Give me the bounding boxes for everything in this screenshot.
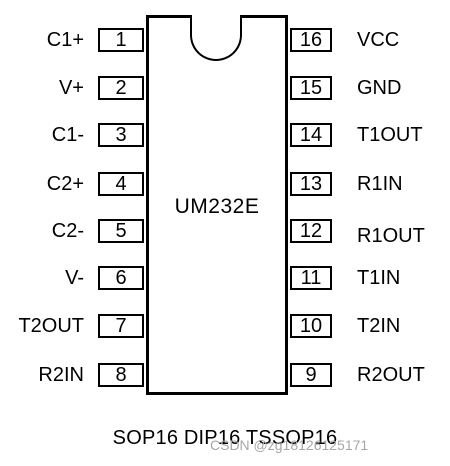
pin-8-label: R2IN — [38, 364, 84, 386]
pin-9-number: 9 — [290, 363, 332, 387]
pin-11-number: 11 — [290, 266, 332, 290]
pin-7-number: 7 — [98, 314, 144, 338]
pin-4-label: C2+ — [46, 173, 84, 195]
pin-10-label: T2IN — [357, 315, 401, 337]
pin-14-number: 14 — [290, 123, 332, 147]
pin-1-label: C1+ — [46, 29, 84, 51]
pin-13-label: R1IN — [357, 173, 403, 195]
pin-2-label: V+ — [58, 77, 84, 99]
pin-1-number: 1 — [98, 28, 144, 52]
pin-11-label: T1IN — [357, 267, 401, 289]
pin-4-number: 4 — [98, 172, 144, 196]
watermark: CSDN @zg18126125171 — [210, 437, 369, 453]
pin-16-number: 16 — [290, 28, 332, 52]
pin-2-number: 2 — [98, 76, 144, 100]
pin-16-label: VCC — [357, 29, 400, 51]
pin-7-label: T2OUT — [18, 315, 84, 337]
package-caption: SOP16 DIP16 TSSOP16 — [112, 427, 338, 449]
pin-5-label: C2- — [51, 220, 84, 242]
pin-10-number: 10 — [290, 314, 332, 338]
pin-3-number: 3 — [98, 123, 144, 147]
pin-6-label: V- — [65, 267, 84, 289]
ic-body — [146, 15, 288, 395]
pin-3-label: C1- — [51, 124, 84, 146]
pin-12-number: 12 — [290, 219, 332, 243]
pin-15-label: GND — [357, 77, 402, 99]
pin-5-number: 5 — [98, 219, 144, 243]
pin-6-number: 6 — [98, 266, 144, 290]
pin-15-number: 15 — [290, 76, 332, 100]
pin-12-label: R1OUT — [357, 225, 425, 247]
pin-8-number: 8 — [98, 363, 144, 387]
pin-9-label: R2OUT — [357, 364, 425, 386]
pin1-notch — [190, 15, 242, 61]
pin-13-number: 13 — [290, 172, 332, 196]
part-number: UM232E — [174, 195, 260, 218]
pin-14-label: T1OUT — [357, 124, 423, 146]
